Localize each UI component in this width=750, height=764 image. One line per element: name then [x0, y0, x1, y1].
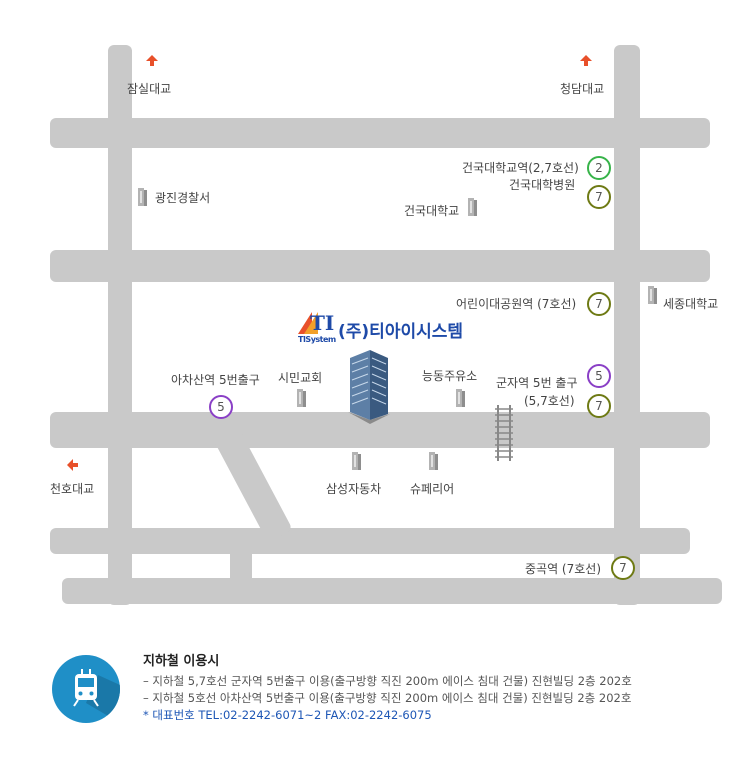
station-achasan-label: 아차산역 5번출구 — [171, 373, 260, 387]
logo-letters: TI — [310, 311, 335, 335]
company-name: (주)티아이시스템 — [338, 322, 464, 342]
building-icon — [297, 389, 306, 407]
building-icon — [138, 188, 147, 206]
station-junggok-label: 중곡역 (7호선) — [525, 562, 602, 576]
landmark-civic-church: 시민교회 — [278, 371, 323, 385]
arrow-up-icon — [580, 55, 592, 66]
landmark-samsung-motors: 삼성자동차 — [326, 482, 382, 496]
subway-train-icon — [52, 655, 120, 723]
landmark-sejong-univ: 세종대학교 — [663, 297, 719, 311]
subway-info-line-2: – 지하철 5호선 아차산역 5번출구 이용(출구방향 직진 200m 에이스 … — [143, 691, 632, 705]
station-gunja-line5-badge: 5 — [587, 364, 611, 388]
station-achasan-badge: 5 — [209, 395, 233, 419]
subway-info-title: 지하철 이용시 — [143, 654, 220, 669]
building-icon — [429, 452, 438, 470]
company-logo: TI TISystem — [298, 312, 338, 346]
landmark-supermarket: 슈페리어 — [410, 482, 455, 496]
building-icon — [648, 286, 657, 304]
arrow-up-icon — [146, 55, 158, 66]
station-konkuk-label: 건국대학교역(2,7호선) — [462, 161, 579, 175]
building-icon — [352, 452, 361, 470]
landmark-police: 광진경찰서 — [155, 191, 211, 205]
station-gunja-line7-badge: 7 — [587, 394, 611, 418]
road-horizontal-5 — [62, 578, 722, 604]
railway-track-icon — [495, 405, 513, 461]
station-childrens-park-label: 어린이대공원역 (7호선) — [456, 297, 577, 311]
road-horizontal-1 — [50, 118, 710, 148]
station-konkuk-hospital-label: 건국대학병원 — [509, 178, 576, 192]
building-icon — [456, 389, 465, 407]
arrow-left-icon — [67, 459, 78, 471]
road-horizontal-4 — [50, 528, 690, 554]
logo-subtitle: TISystem — [298, 335, 336, 344]
subway-info-line-1: – 지하철 5,7호선 군자역 5번출구 이용(출구방향 직진 200m 에이스… — [143, 674, 632, 688]
road-horizontal-2 — [50, 250, 710, 282]
destination-cheonho: 천호대교 — [50, 482, 95, 496]
station-konkuk-badge: 2 — [587, 156, 611, 180]
destination-jamsil: 잠실대교 — [127, 82, 172, 96]
landmark-konkuk-univ: 건국대학교 — [404, 204, 460, 218]
station-junggok-badge: 7 — [611, 556, 635, 580]
station-konkuk-hospital-badge: 7 — [587, 185, 611, 209]
station-gunja-lines-label: (5,7호선) — [524, 394, 575, 408]
station-childrens-park-badge: 7 — [587, 292, 611, 316]
company-building-icon — [348, 350, 390, 424]
building-icon — [468, 198, 477, 216]
destination-cheongdam: 청담대교 — [560, 82, 605, 96]
landmark-gas-station: 능동주유소 — [422, 369, 478, 383]
contact-info: * 대표번호 TEL:02-2242-6071~2 FAX:02-2242-60… — [143, 708, 432, 722]
station-gunja-label: 군자역 5번 출구 — [496, 376, 578, 390]
